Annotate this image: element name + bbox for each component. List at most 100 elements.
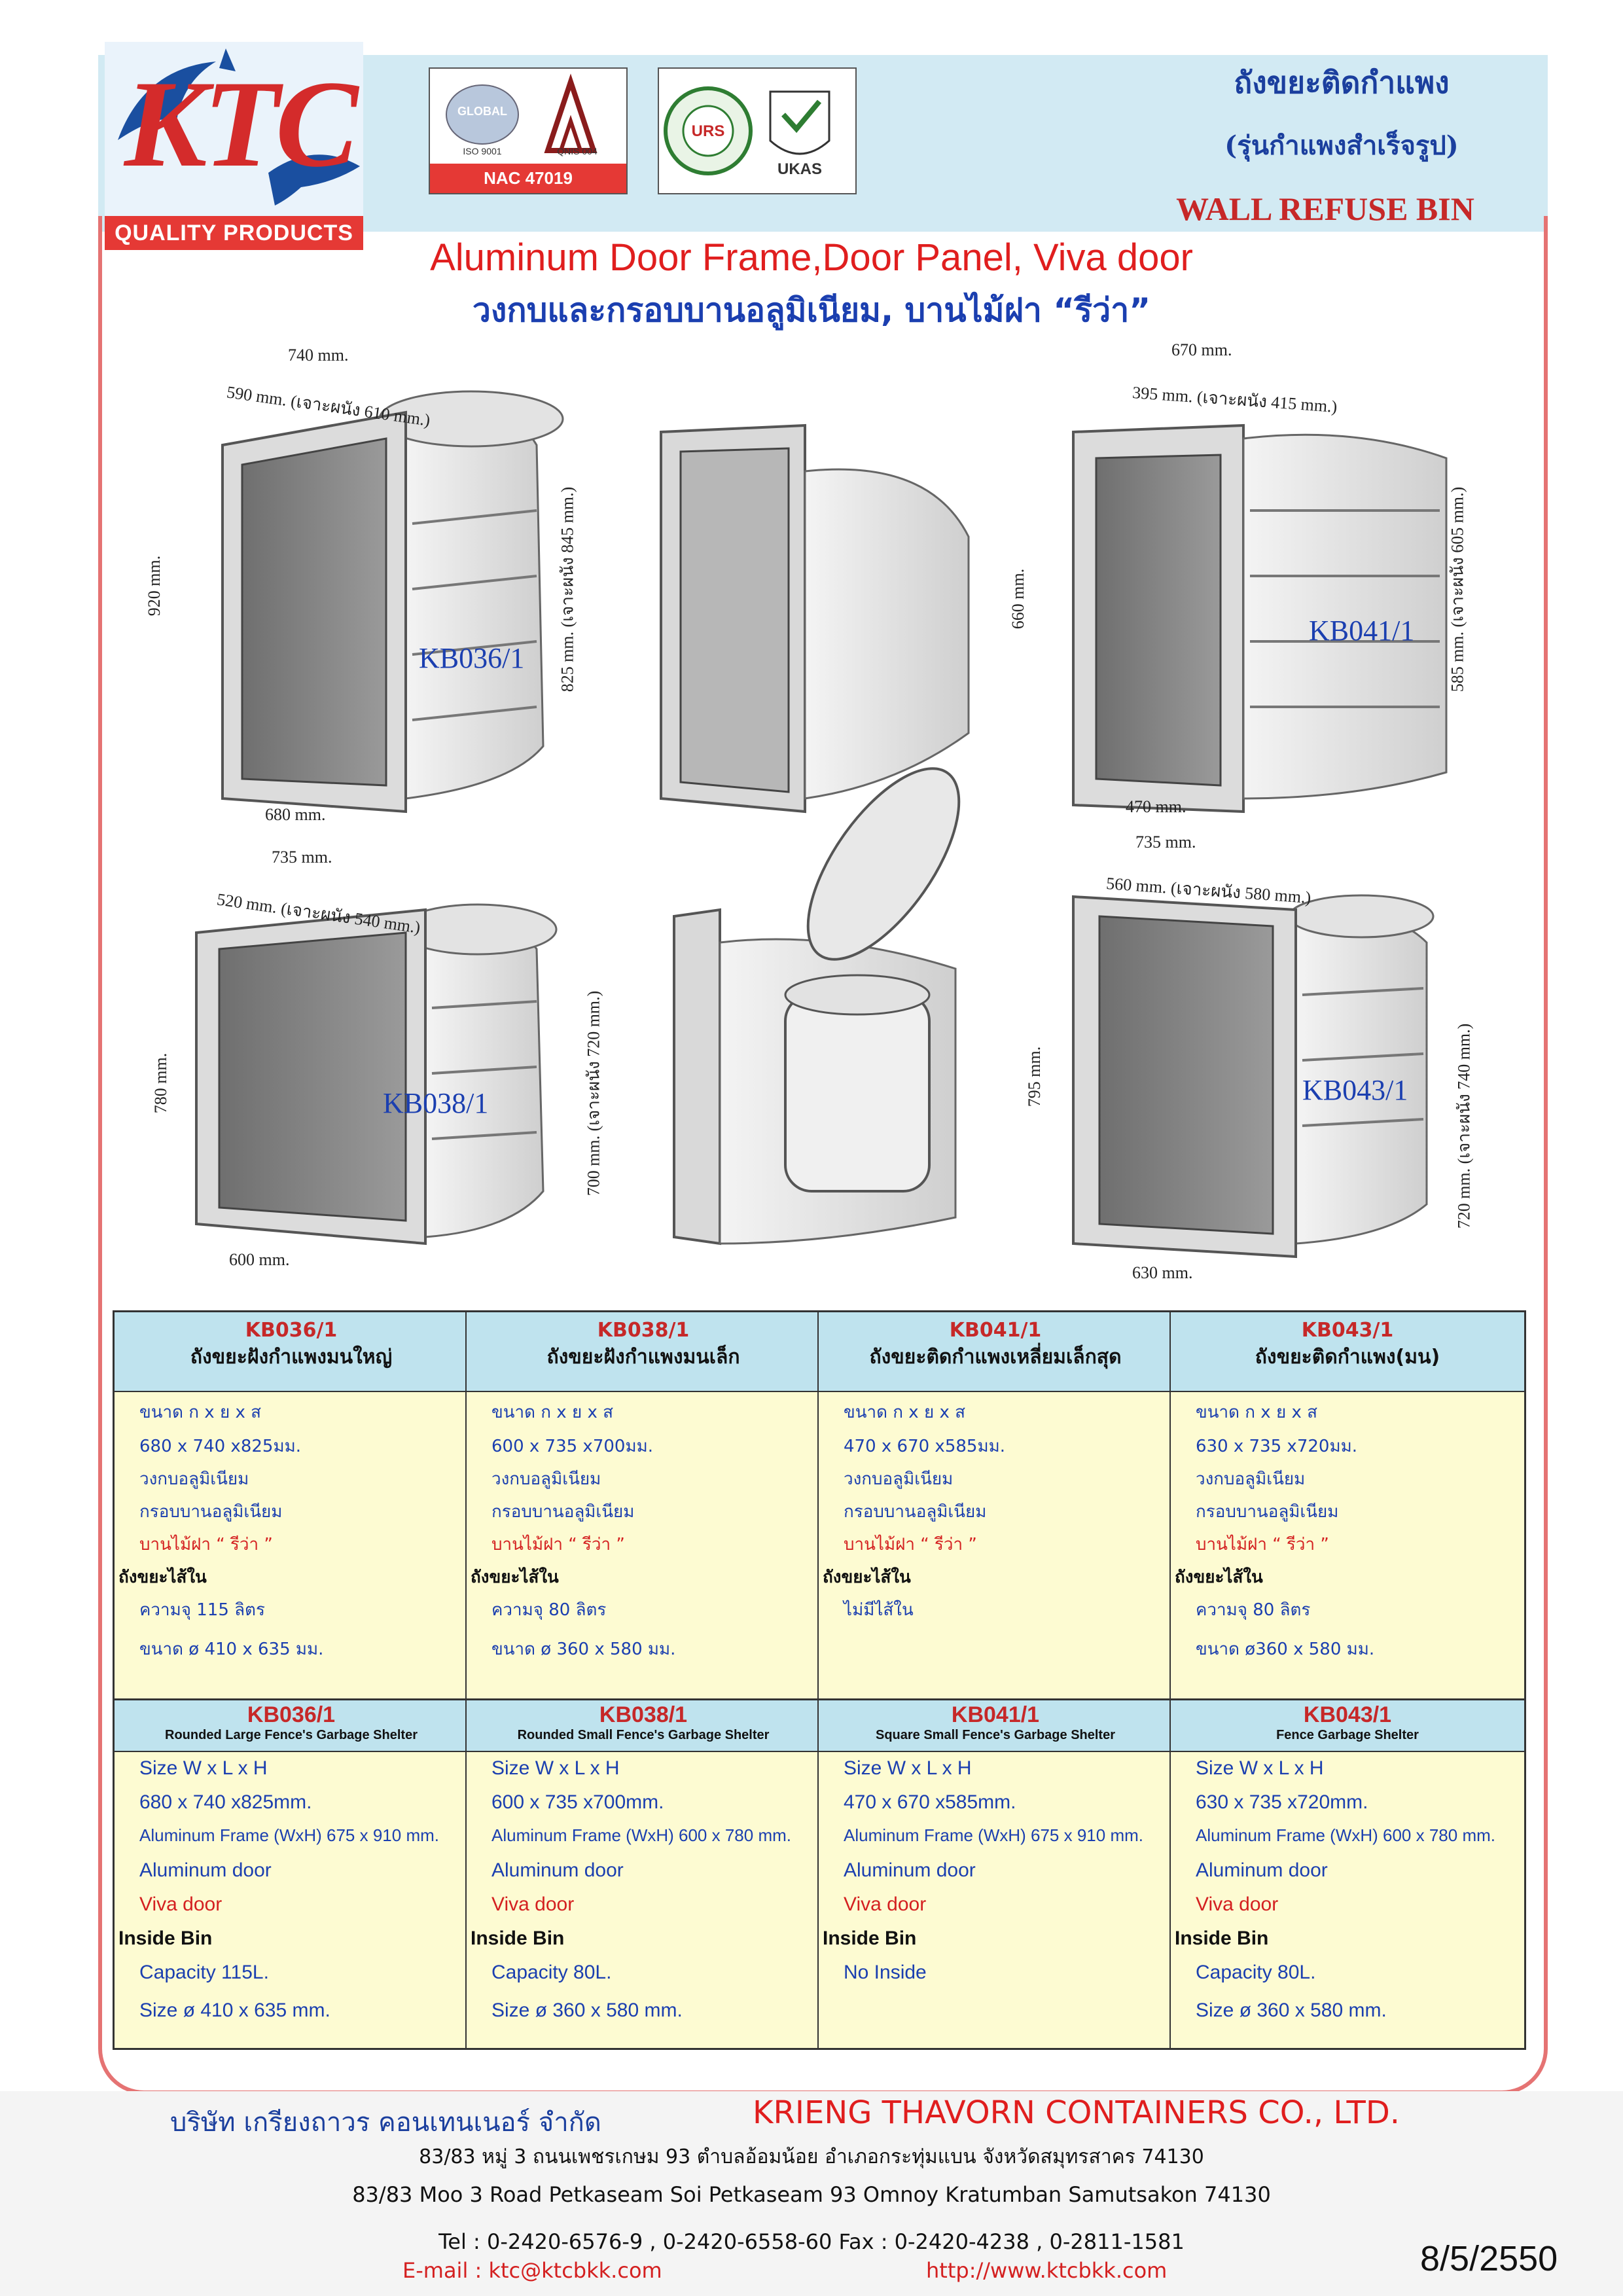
nac-band bbox=[430, 164, 626, 193]
table-divider bbox=[817, 1312, 819, 2048]
th-model: KB038/1 bbox=[597, 1319, 690, 1342]
th-capacity: ไม่มีไส้ใน bbox=[844, 1600, 914, 1620]
th-viva: บานไม้ฝา “ รีว่า ” bbox=[844, 1535, 977, 1554]
company-name-th: บริษัท เกรียงถาวร คอนเทนเนอร์ จำกัด bbox=[170, 2108, 601, 2138]
en-capacity: Capacity 80L. bbox=[1196, 1962, 1316, 1983]
th-size: 470 x 670 x585มม. bbox=[844, 1437, 1005, 1456]
th-header: KB036/1 ถังขยะฝังกำแพงมนใหญ่ bbox=[115, 1312, 468, 1392]
logo-background bbox=[105, 42, 363, 242]
ukas-text: UKAS bbox=[777, 160, 822, 178]
en-inner: Inside Bin bbox=[823, 1928, 917, 1949]
en-name: Fence Garbage Shelter bbox=[1276, 1728, 1419, 1742]
kb041-model-label: KB041/1 bbox=[1309, 615, 1415, 647]
en-size: 470 x 670 x585mm. bbox=[844, 1791, 1016, 1813]
nac-text: NAC 47019 bbox=[484, 168, 573, 188]
th-model: KB036/1 bbox=[245, 1319, 338, 1342]
th-inner-size: ขนาด ø 360 x 580 มม. bbox=[491, 1640, 676, 1659]
footer-band bbox=[0, 2091, 1623, 2296]
th-body: ขนาด ก x ย x ส 470 x 670 x585มม. วงกบอลู… bbox=[819, 1392, 1172, 1700]
th-size-label: ขนาด ก x ย x ส bbox=[844, 1403, 965, 1422]
en-size-label: Size W x L x H bbox=[844, 1757, 972, 1779]
en-viva: Viva door bbox=[844, 1893, 927, 1915]
th-size-label: ขนาด ก x ย x ส bbox=[491, 1403, 613, 1422]
en-name: Rounded Small Fence's Garbage Shelter bbox=[517, 1728, 770, 1742]
en-capacity: No Inside bbox=[844, 1962, 927, 1983]
iso-certification-badge: GLOBAL ISO 9001 QNIS 004 NAC 47019 bbox=[429, 67, 628, 194]
kb036-width-top-label: 740 mm. bbox=[288, 346, 349, 365]
en-frame: Aluminum Frame (WxH) 600 x 780 mm. bbox=[1196, 1825, 1495, 1845]
table-column: KB043/1 ถังขยะติดกำแพง(มน) ขนาด ก x ย x … bbox=[1171, 1312, 1524, 2048]
table-column: KB036/1 ถังขยะฝังกำแพงมนใหญ่ ขนาด ก x ย … bbox=[115, 1312, 468, 2048]
kb043-depth-label: 630 mm. bbox=[1132, 1263, 1193, 1282]
kb036-model-label: KB036/1 bbox=[419, 642, 525, 674]
kb038-height-hole-label: 700 mm. (เจาะผนัง 720 mm.) bbox=[584, 990, 603, 1196]
en-capacity: Capacity 80L. bbox=[491, 1962, 612, 1983]
global-text: GLOBAL bbox=[457, 105, 507, 118]
kb038-model-label: KB038/1 bbox=[383, 1087, 489, 1119]
kb043-height-hole-label: 720 mm. (เจาะผนัง 740 mm.) bbox=[1454, 1023, 1474, 1229]
th-door: กรอบบานอลูมิเนียม bbox=[844, 1502, 987, 1522]
th-size-label: ขนาด ก x ย x ส bbox=[139, 1403, 261, 1422]
en-inner-size: Size ø 360 x 580 mm. bbox=[491, 2000, 683, 2021]
th-frame: วงกบอลูมิเนียม bbox=[139, 1469, 249, 1489]
en-door: Aluminum door bbox=[139, 1859, 272, 1881]
th-viva: บานไม้ฝา “ รีว่า ” bbox=[139, 1535, 273, 1554]
th-door: กรอบบานอลูมิเนียม bbox=[139, 1502, 283, 1522]
kb036-height-hole-label: 825 mm. (เจาะผนัง 845 mm.) bbox=[558, 486, 577, 692]
en-size: 600 x 735 x700mm. bbox=[491, 1791, 664, 1813]
page-title-en: WALL REFUSE BIN bbox=[1176, 190, 1474, 227]
product-illustrations bbox=[195, 390, 1448, 1259]
urs-ukas-icon bbox=[664, 86, 830, 175]
company-name-en: KRIENG THAVORN CONTAINERS CO., LTD. bbox=[753, 2094, 1400, 2131]
th-capacity: ความจุ 115 ลิตร bbox=[139, 1600, 265, 1620]
kb041-height-label: 660 mm. bbox=[1008, 568, 1028, 630]
table-column: KB041/1 ถังขยะติดกำแพงเหลี่ยมเล็กสุด ขนา… bbox=[819, 1312, 1172, 2048]
th-inner: ถังขยะไส้ใน bbox=[118, 1568, 207, 1587]
table-divider bbox=[465, 1312, 467, 2048]
th-header: KB038/1 ถังขยะฝังกำแพงมนเล็ก bbox=[467, 1312, 820, 1392]
en-body: Size W x L x H 470 x 670 x585mm. Aluminu… bbox=[819, 1752, 1172, 2048]
page-subtitle-th: (รุ่นกำแพงสำเร็จรูป) bbox=[1224, 130, 1459, 161]
th-capacity: ความจุ 80 ลิตร bbox=[491, 1600, 607, 1620]
table-column: KB038/1 ถังขยะฝังกำแพงมนเล็ก ขนาด ก x ย … bbox=[467, 1312, 820, 2048]
en-model: KB043/1 bbox=[1303, 1702, 1392, 1727]
th-size: 630 x 735 x720มม. bbox=[1196, 1437, 1357, 1456]
frame-illustration bbox=[660, 423, 970, 814]
en-viva: Viva door bbox=[491, 1893, 575, 1915]
en-inner: Inside Bin bbox=[471, 1928, 565, 1949]
th-frame: วงกบอลูมิเนียม bbox=[491, 1469, 601, 1489]
spec-table: KB036/1 ถังขยะฝังกำแพงมนใหญ่ ขนาด ก x ย … bbox=[113, 1310, 1526, 2050]
en-inner: Inside Bin bbox=[1175, 1928, 1269, 1949]
en-header: KB043/1 Fence Garbage Shelter bbox=[1171, 1700, 1524, 1752]
product-heading-en: Aluminum Door Frame,Door Panel, Viva doo… bbox=[430, 236, 1193, 279]
kb041-height-hole-label: 585 mm. (เจาะผนัง 605 mm.) bbox=[1448, 486, 1467, 692]
kb043-illustration bbox=[1072, 894, 1435, 1259]
th-inner: ถังขยะไส้ใน bbox=[471, 1568, 559, 1587]
en-model: KB038/1 bbox=[599, 1702, 688, 1727]
en-inner-size: Size ø 360 x 580 mm. bbox=[1196, 2000, 1387, 2021]
th-model: KB043/1 bbox=[1301, 1319, 1394, 1342]
th-inner: ถังขยะไส้ใน bbox=[1175, 1568, 1263, 1587]
en-size-label: Size W x L x H bbox=[1196, 1757, 1324, 1779]
contact-phone: Tel : 0-2420-6576-9 , 0-2420-6558-60 Fax… bbox=[438, 2229, 1185, 2254]
urs-ukas-certification-badge: URS UKAS bbox=[658, 67, 857, 194]
en-size: 630 x 735 x720mm. bbox=[1196, 1791, 1368, 1813]
en-header: KB041/1 Square Small Fence's Garbage She… bbox=[819, 1700, 1172, 1752]
en-frame: Aluminum Frame (WxH) 675 x 910 mm. bbox=[844, 1825, 1143, 1845]
contact-email[interactable]: E-mail : ktc@ktcbkk.com bbox=[402, 2258, 662, 2283]
kb036-depth-label: 680 mm. bbox=[265, 805, 326, 824]
kb043-model-label: KB043/1 bbox=[1302, 1074, 1408, 1106]
th-door: กรอบบานอลูมิเนียม bbox=[491, 1502, 635, 1522]
kb036-illustration bbox=[221, 390, 564, 814]
kb038-height-label: 780 mm. bbox=[151, 1052, 171, 1114]
kb038-depth-label: 600 mm. bbox=[229, 1250, 290, 1269]
product-heading-th: วงกบและกรอบบานอลูมิเนียม, บานไม้ฝา “รีว่… bbox=[472, 291, 1151, 329]
en-body: Size W x L x H 680 x 740 x825mm. Aluminu… bbox=[115, 1752, 468, 2048]
en-header: KB036/1 Rounded Large Fence's Garbage Sh… bbox=[115, 1700, 468, 1752]
website-link[interactable]: http://www.ktcbkk.com bbox=[926, 2258, 1168, 2283]
page-title-th: ถังขยะติดกำแพง bbox=[1234, 65, 1450, 100]
en-door: Aluminum door bbox=[1196, 1859, 1328, 1881]
kb036-height-label: 920 mm. bbox=[145, 555, 164, 617]
inner-bin-illustration bbox=[673, 767, 961, 1246]
qnis-text: QNIS 004 bbox=[557, 146, 597, 156]
